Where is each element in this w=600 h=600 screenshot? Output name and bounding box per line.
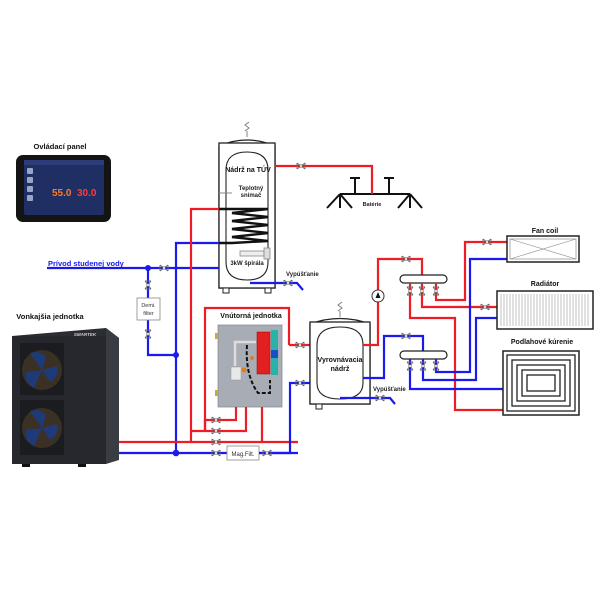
heater-label: 3kW špirála (230, 261, 264, 267)
fan-coil: Fan coil (506, 228, 580, 263)
fan-icon (22, 350, 62, 390)
control-panel-label: Ovládací panel (34, 142, 87, 151)
control-panel: Ovládací panel 55.0 30.0 (16, 142, 111, 222)
cold-return-to-coil (174, 241, 219, 453)
floor-heating-label: Podlahové kúrenie (511, 339, 573, 346)
demi-filter: Demi. filter (136, 297, 161, 321)
fan-icon (22, 408, 62, 448)
cold-return-radiator (421, 316, 503, 382)
circulation-pump-icon[interactable] (371, 289, 385, 303)
heat-exchanger-coil (219, 207, 269, 245)
pipe-junction (172, 449, 180, 457)
svg-text:filter: filter (143, 311, 154, 317)
indoor-unit-label: Vnútorná jednotka (220, 313, 282, 320)
drain-label-2: Vypúšťanie (373, 387, 406, 393)
buffer-tank-label-1: Vyrovnávacia (318, 357, 363, 364)
cold-water-supply-label: Prívod studenej vody (48, 259, 125, 268)
outdoor-unit: Vonkajšia jednotka SMARTEK (12, 312, 119, 467)
radiator-fins (500, 294, 589, 326)
radiator: Radiátor (496, 281, 594, 330)
demi-filter-bypass-pipe (146, 268, 176, 357)
cold-pipe-from-manifold (363, 334, 425, 380)
outdoor-unit-label: Vonkajšia jednotka (16, 312, 84, 321)
indoor-unit-hot-loop (203, 306, 291, 432)
radiator-label: Radiátor (531, 281, 560, 288)
safety-valve-icon (244, 121, 250, 138)
dhw-tank-label: Nádrž na TÚV (225, 165, 271, 174)
buffer-tank-label-2: nádrž (331, 366, 350, 373)
screen-menu-icons (27, 168, 33, 201)
drain-label-1: Vypúšťanie (286, 272, 319, 278)
brand-logo: SMARTEK (74, 332, 97, 337)
fan-coil-label: Fan coil (532, 228, 559, 235)
indoor-unit: Vnútorná jednotka (203, 306, 291, 432)
svg-text:Mag.Filt.: Mag.Filt. (231, 452, 254, 458)
floor-heating: Podlahové kúrenie (502, 339, 580, 416)
pipe-junction (173, 352, 179, 358)
screen-temp-left: 55.0 (52, 188, 72, 199)
dhw-drain-pipe (250, 281, 304, 291)
hot-supply-to-coil (189, 207, 219, 442)
temp-sensor-label-1: Teplotný (239, 186, 264, 192)
flow-sensor (230, 366, 242, 381)
hot-pipe-to-manifold (363, 257, 424, 347)
temp-sensor-label-2: snímač (241, 193, 262, 199)
cold-manifold (399, 350, 448, 360)
indoor-hot-pipe-2 (191, 407, 248, 433)
hot-manifold (399, 274, 448, 284)
buffer-tank: Vyrovnávacia nádrž (309, 301, 371, 410)
hot-pipe-floor-heating (408, 283, 503, 412)
hot-pipe-dhw-to-battery (275, 164, 374, 194)
hot-pipe-fan-coil (434, 240, 507, 302)
magnetic-filter: Mag.Filt. (226, 445, 260, 461)
cold-return-fan-coil (434, 257, 507, 374)
battery-radiators: Batérie (326, 177, 423, 209)
indoor-hot-pipe-1 (203, 407, 238, 432)
electric-heater (239, 250, 265, 257)
safety-valve-icon (337, 301, 343, 318)
dhw-tank: Nádrž na TÚV Teplotný snímač 3kW špirála (218, 121, 276, 294)
backup-heater (256, 331, 271, 375)
screen-temp-right: 30.0 (77, 188, 97, 199)
control-panel-screen[interactable] (24, 160, 104, 215)
battery-label: Batérie (363, 202, 382, 208)
cold-return-floor-heating (408, 359, 503, 391)
svg-text:Demi.: Demi. (141, 303, 156, 309)
